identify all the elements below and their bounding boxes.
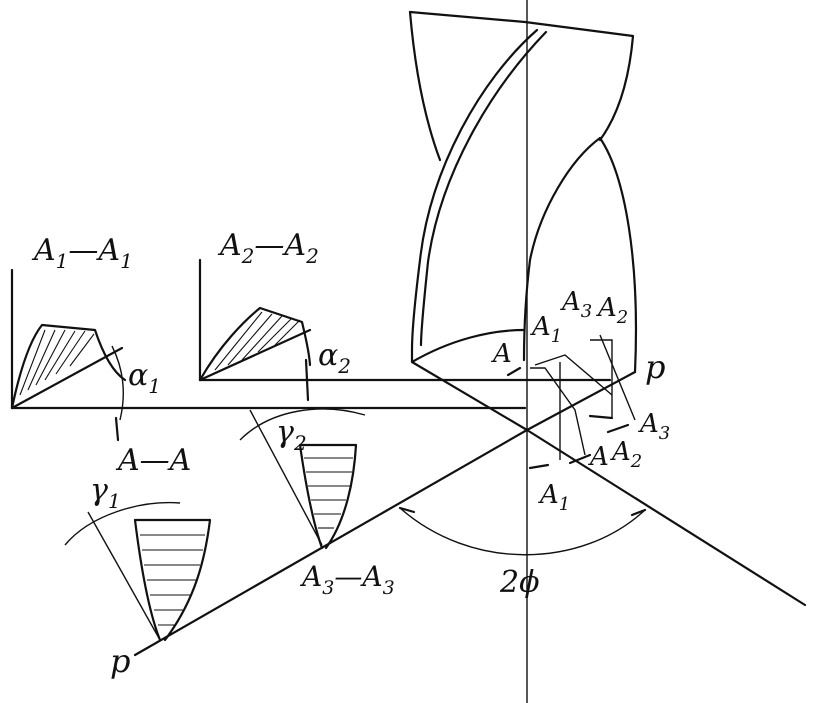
alpha1-label: α1 [128, 358, 161, 398]
marker-a2 [590, 339, 613, 418]
point-angle-arrow-right [630, 508, 647, 517]
alpha1-arc [111, 345, 124, 421]
alpha2-label: α2 [318, 338, 351, 378]
section-a1 [10, 268, 127, 442]
mark-a3-upper: A3 [560, 287, 592, 322]
hatch-line [35, 329, 66, 386]
section-a-a-leader [87, 511, 161, 641]
hatch-line [214, 311, 263, 371]
marker-a [530, 367, 586, 456]
mark-a-lower: A [588, 442, 609, 472]
point-angle-arrow-left [398, 506, 416, 514]
drill-right-edge [598, 136, 638, 374]
section-a3-title: A3—A3 [299, 560, 395, 599]
mark-a2-lower: A2 [610, 437, 642, 472]
hatch-line [227, 313, 273, 366]
arrow-a [506, 366, 522, 377]
marker-a2-diag [599, 334, 636, 421]
hatch-line [44, 330, 76, 381]
arrow-a-lower [568, 453, 592, 465]
section-a3-profile [298, 443, 358, 550]
section-a1-profile [10, 323, 127, 410]
mark-a3-lower: A3 [638, 409, 670, 444]
mark-a1-lower: A1 [538, 480, 570, 515]
alpha2-arrow [304, 358, 310, 402]
gamma1-label: γ1 [90, 473, 121, 513]
drill-lower-right [525, 370, 637, 432]
arrow-a1-lower [528, 463, 550, 470]
point-angle-label: 2ϕ [499, 565, 540, 600]
drill-body [408, 10, 638, 432]
section-a-a [64, 501, 212, 642]
arrow-a2-lower [588, 414, 614, 420]
flute-land-outer [410, 28, 539, 352]
drill-shank-top [408, 10, 635, 142]
hatch-line [27, 329, 56, 391]
hatch-line [257, 317, 293, 353]
hatch-line [19, 329, 46, 396]
mark-a-upper: A [491, 339, 512, 369]
section-a2-title: A2—A2 [217, 228, 319, 268]
p-label-bottom: p [110, 642, 130, 680]
labels: A1—A1 A2—A2 A—A A3—A3 α1 α2 γ1 γ2 2ϕ p p… [31, 228, 670, 680]
section-a2-profile [198, 306, 312, 382]
arrow-a3-lower [606, 423, 630, 434]
marker-a1 [534, 354, 613, 396]
hatch-line [241, 315, 283, 361]
section-a2-clearance-line [198, 328, 312, 382]
cutting-edge-line-p [133, 428, 529, 657]
section-a-a-profile [133, 518, 212, 642]
drill-shank-left [408, 10, 442, 162]
section-a-a-title: A—A [115, 443, 191, 478]
hatch-line [274, 319, 301, 346]
gamma2-label: γ2 [276, 415, 307, 455]
section-a3-leader [249, 409, 323, 546]
mark-a2-upper: A2 [596, 293, 628, 328]
section-a1-title: A1—A1 [31, 233, 133, 273]
section-markers [506, 334, 636, 470]
point-angle-arc [399, 507, 646, 556]
section-a1-clearance-line [10, 346, 124, 410]
mark-a1-upper: A1 [530, 312, 562, 347]
section-a2 [198, 258, 312, 402]
alpha1-arrow [114, 416, 120, 442]
p-label-right: p [645, 348, 665, 386]
chisel-edge-curve [410, 328, 526, 364]
hatch-line [69, 333, 95, 367]
gamma2-arc [239, 408, 366, 441]
cutting-edge-line-right [525, 428, 807, 607]
flute-land-inner [419, 30, 548, 347]
gamma1-arc [64, 501, 181, 546]
section-a3 [239, 408, 366, 550]
hatch-line [55, 330, 86, 375]
